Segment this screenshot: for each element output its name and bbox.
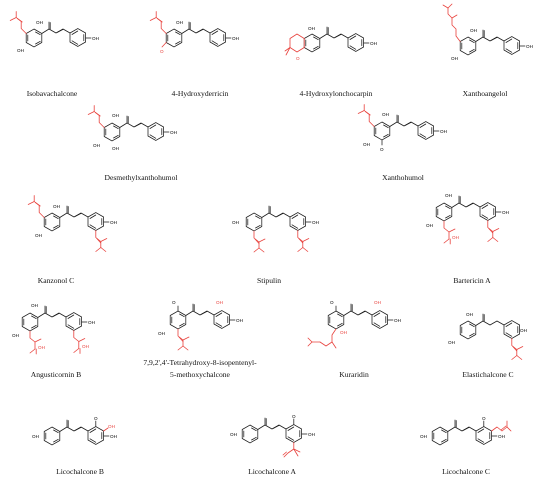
structure-tetrahydroxy-isopentenyl-methoxychalcone (169, 303, 236, 351)
structure-licochalcone-c (431, 419, 512, 446)
atom-oh: OH (35, 233, 42, 238)
label-4-hydroxylonchocarpin: 4-Hydroxylonchocarpin (300, 89, 373, 98)
structure-isobavachalcone (9, 11, 92, 48)
label-4-hydroxyderricin: 4-Hydroxyderricin (172, 89, 229, 98)
label-xanthohumol: Xanthohumol (382, 173, 424, 182)
structure-licochalcone-b (43, 419, 110, 446)
atom-oh: OH (520, 328, 527, 333)
structure-kuraridin (307, 303, 394, 349)
label-tetrahydroxy-line2: 5-methoxychalcone (170, 370, 231, 379)
atom-oh: OH (216, 300, 223, 305)
label-desmethylxanthohumol: Desmethylxanthohumol (105, 173, 178, 182)
label-kuraridin: Kuraridin (339, 370, 369, 379)
atom-o: O (160, 49, 164, 54)
atom-oh: OH (470, 28, 477, 33)
atom-oh: OH (53, 204, 60, 209)
structure-xanthohumol (357, 104, 440, 146)
atom-oh: OH (363, 142, 370, 147)
atom-o: O (380, 147, 384, 152)
atom-oh: OH (12, 333, 19, 338)
atom-oh: OH (36, 20, 43, 25)
atom-oh: OH (17, 48, 24, 53)
atom-o: O (172, 300, 176, 305)
atom-oh: OH (308, 26, 315, 31)
label-bartericin-a: Bartericin A (453, 276, 491, 285)
label-kanzonol-c: Kanzonol C (38, 276, 75, 285)
atom-oh: OH (426, 223, 433, 228)
structure-angusticornin-b (21, 305, 88, 355)
atom-oh: OH (158, 331, 165, 336)
atom-oh: OH (31, 303, 38, 308)
atom-oh: OH (32, 434, 39, 439)
atom-oh: OH (440, 129, 447, 134)
atom-o: O (330, 300, 334, 305)
atom-oh: OH (382, 112, 389, 117)
atom-oh: OH (448, 340, 455, 345)
atom-oh: OH (88, 320, 95, 325)
structure-desmethylxanthohumol (87, 105, 170, 142)
structure-xanthoangelol (442, 3, 526, 56)
atom-oh: OH (176, 20, 183, 25)
atom-o: O (296, 56, 300, 61)
structure-4-hydroxylonchocarpin (284, 26, 370, 56)
atom-oh: OH (466, 312, 473, 317)
label-tetrahydroxy-line1: 7,9,2',4'-Tetrahydroxy-8-isopentenyl- (143, 358, 257, 367)
atom-oh: OH (526, 44, 533, 49)
structure-kanzonol-c (27, 195, 110, 252)
atom-oh: OH (308, 432, 315, 437)
atom-oh: OH (498, 434, 505, 439)
atom-o: O (292, 414, 296, 419)
atom-oh: OH (170, 130, 177, 135)
label-stipulin: Stipulin (257, 276, 281, 285)
atom-oh: OH (232, 220, 239, 225)
atom-oh: OH (452, 235, 459, 240)
label-licochalcone-c: Licochalcone C (442, 467, 490, 476)
atom-oh: OH (502, 210, 509, 215)
atom-oh: OH (374, 300, 381, 305)
structure-bartericin-a (435, 195, 502, 245)
atom-oh: OH (236, 318, 243, 323)
atom-o: O (94, 416, 98, 421)
atom-oh: OH (112, 146, 119, 151)
atom-oh: OH (394, 318, 401, 323)
atom-oh: OH (451, 56, 458, 61)
atom-oh: OH (230, 432, 237, 437)
atom-oh: OH (112, 113, 119, 118)
atom-oh: OH (110, 434, 117, 439)
structure-4-hydroxyderricin (149, 11, 232, 48)
atom-oh: OH (420, 434, 427, 439)
structure-elastichalcone-c (459, 313, 524, 360)
atom-oh: OH (232, 36, 239, 41)
atom-oh: OH (370, 41, 377, 46)
structure-stipulin (245, 205, 312, 253)
label-licochalcone-a: Licochalcone A (248, 467, 296, 476)
atom-oh: OH (340, 330, 347, 335)
label-angusticornin-b: Angusticornin B (31, 370, 81, 379)
label-elastichalcone-c: Elastichalcone C (462, 370, 513, 379)
atom-oh: OH (108, 424, 115, 429)
atom-oh: OH (110, 220, 117, 225)
atom-o: O (482, 416, 486, 421)
atom-oh: OH (92, 36, 99, 41)
atom-oh: OH (38, 345, 45, 350)
atom-oh: OH (445, 193, 452, 198)
label-licochalcone-b: Licochalcone B (56, 467, 104, 476)
atom-oh: OH (93, 143, 100, 148)
atom-oh: OH (82, 344, 89, 349)
label-isobavachalcone: Isobavachalcone (27, 89, 78, 98)
label-xanthoangelol: Xanthoangelol (463, 89, 508, 98)
structure-licochalcone-a (241, 417, 308, 458)
atom-oh: OH (312, 220, 319, 225)
